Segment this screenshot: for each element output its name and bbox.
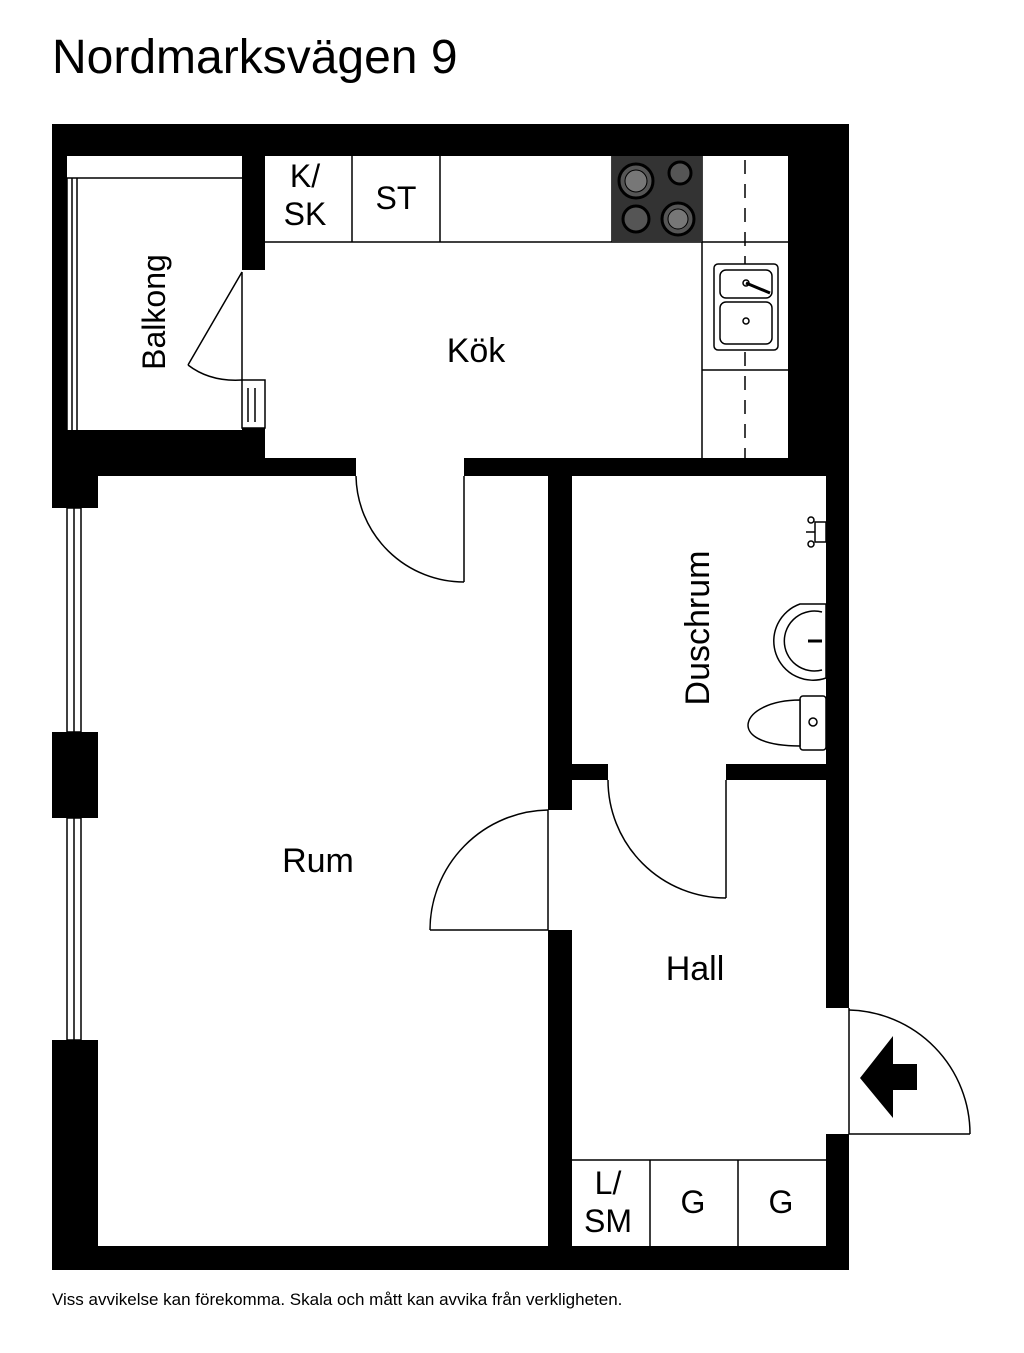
fixture-label-wardrobe-2: G: [769, 1184, 794, 1220]
entrance-arrow-icon: [860, 1036, 917, 1118]
plan-title: Nordmarksvägen 9: [52, 31, 458, 84]
door-entrance: [848, 1008, 971, 1135]
walls: [52, 124, 849, 1270]
door-room: [429, 809, 549, 931]
room-label-kitchen: Kök: [447, 332, 507, 370]
window-lower: [66, 817, 82, 1041]
shower-tap-icon: [806, 516, 827, 548]
room-label-shower: Duschrum: [679, 551, 717, 706]
balcony-railing: [66, 177, 242, 430]
room-label-hall: Hall: [666, 950, 725, 988]
door-bathroom: [607, 779, 727, 899]
washbasin-icon: [773, 603, 827, 681]
fixture-label-wardrobe-1: G: [681, 1184, 706, 1220]
room-label-room: Rum: [282, 842, 354, 880]
fixture-label-linen-line2: SM: [584, 1203, 632, 1239]
stove-icon: [612, 156, 702, 242]
sink-icon: [713, 263, 779, 351]
fixture-label-linen-line1: L/: [595, 1165, 622, 1201]
toilet-icon: [747, 695, 827, 751]
door-kitchen: [355, 475, 465, 583]
kitchen-counter: [265, 156, 788, 460]
fixture-label-fridge-freezer-line1: K/: [290, 158, 320, 194]
fixture-label-dishwasher: ST: [376, 180, 417, 216]
window-upper: [66, 507, 82, 733]
fixture-label-fridge-freezer-line2: SK: [284, 196, 327, 232]
disclaimer-text: Viss avvikelse kan förekomma. Skala och …: [52, 1290, 623, 1309]
door-balcony: [187, 271, 266, 429]
hall-storage: [572, 1159, 826, 1246]
room-label-balcony: Balkong: [136, 254, 172, 370]
